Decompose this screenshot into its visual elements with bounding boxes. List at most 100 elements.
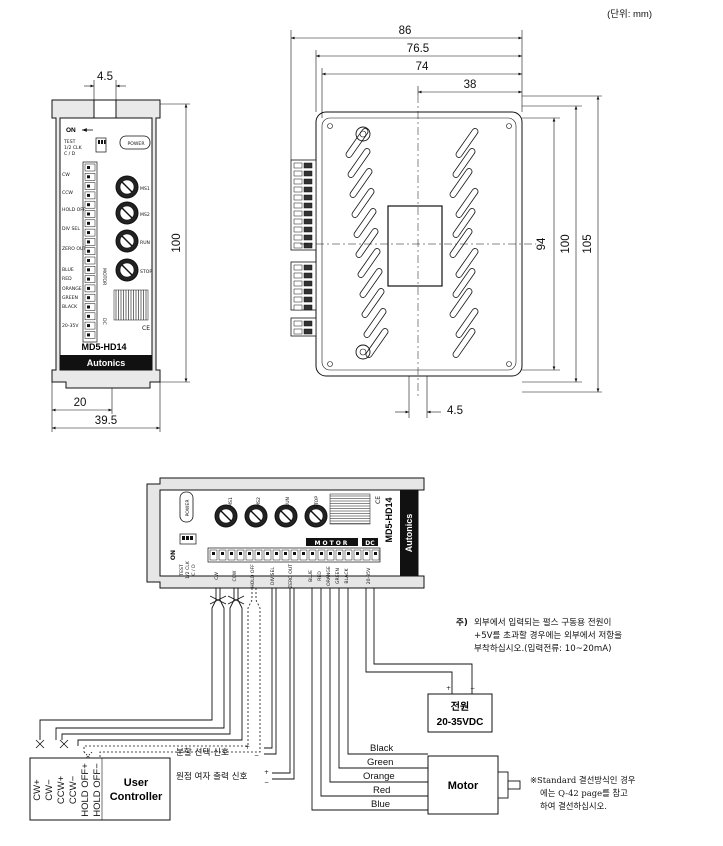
motor-flange (497, 771, 509, 799)
terminal-screw (374, 552, 377, 555)
side-dim-4-5: 4.5 (447, 405, 463, 417)
vent-slot (452, 208, 476, 238)
controller-pin-cw-minus: CW− (44, 779, 55, 801)
terminal-screw (87, 193, 90, 197)
vent-slot (347, 148, 371, 178)
front-terminal-hold-off: HOLD OFF (62, 207, 86, 213)
front-dimensions (51, 80, 190, 432)
note-line-2: +5V를 초과할 경우에는 외부에서 저항을 (474, 629, 622, 641)
motor-wire-orange: Orange (363, 771, 395, 782)
side-dim-74: 74 (416, 61, 429, 73)
side-dim-105: 105 (582, 234, 594, 253)
div-select-plus: + (245, 744, 250, 751)
driver-terminal-zero-out: ZERO OUT (288, 564, 294, 588)
driver-terminal-blue: BLUE (308, 570, 314, 582)
unit-note: (단위: mm) (607, 8, 652, 20)
front-model: MD5-HD14 (81, 342, 126, 352)
terminal-screw (221, 552, 224, 555)
terminal-screw (365, 552, 368, 555)
side-mount-hole-top (355, 126, 371, 142)
terminal-screw (87, 231, 90, 235)
front-knob-ms2-label: MS2 (140, 212, 150, 218)
front-dim-tab: 4.5 (97, 71, 113, 83)
terminal-screw (87, 324, 90, 328)
terminal-screw (87, 240, 90, 244)
vent-slot (351, 188, 375, 218)
front-view: Autonics MD5-HD14 ON TEST 1/2 CLK C / D … (51, 71, 190, 432)
note-line-1: 외부에서 입력되는 펄스 구동용 전원이 (474, 616, 611, 628)
user-controller-box (29, 757, 171, 821)
driver-power-led (179, 491, 194, 523)
front-knob-run-label: RUN (140, 240, 150, 246)
driver-motor-band (306, 538, 358, 546)
vent-slot (452, 328, 476, 358)
side-mount-hole-bottom (355, 344, 371, 360)
controller-title-1: User (124, 777, 149, 789)
front-terminal-div-sel: DIV SEL (62, 226, 80, 232)
vent-slot (455, 248, 479, 278)
side-dimensions (290, 30, 602, 418)
terminal-screw (284, 552, 287, 555)
driver-terminal-red: RED (317, 571, 323, 581)
front-cd-label: C / D (64, 151, 76, 157)
note-prefix: 주) (456, 617, 468, 628)
terminal-screw (87, 221, 90, 225)
vent-slot (361, 288, 385, 318)
driver-hatch (329, 493, 371, 525)
front-on-label: ON (66, 127, 76, 134)
motor-wire-blue: Blue (371, 799, 390, 810)
front-knob-ms1-label: MS1 (140, 186, 150, 192)
terminal-screw (311, 552, 314, 555)
controller-title-2: Controller (110, 791, 163, 803)
driver-dc-label: DC (365, 540, 375, 547)
driver-knobs (214, 504, 328, 528)
front-knobs (115, 175, 139, 282)
terminal-screw (320, 552, 323, 555)
terminal-screw (87, 175, 90, 179)
vent-slot (345, 128, 369, 158)
front-terminal-green: GREEN (62, 295, 78, 301)
motor-title: Motor (448, 780, 479, 792)
terminal-screw (293, 552, 296, 555)
terminal-screw (87, 305, 90, 309)
driver-terminal-power: 20-35V (366, 567, 372, 584)
front-dim-inner-width: 20 (74, 397, 87, 409)
front-hatch (113, 289, 149, 321)
terminal-screw (87, 249, 90, 253)
terminal-screw (87, 166, 90, 169)
driver-knob-ms2-label: MS2 (256, 497, 262, 507)
side-dim-86: 86 (399, 25, 412, 37)
terminal-screw (87, 184, 90, 188)
terminal-screw (87, 212, 90, 216)
terminal-screw (347, 552, 350, 555)
front-test-label: TEST (63, 139, 76, 145)
vent-slot (449, 228, 473, 258)
vent-slot (455, 188, 479, 218)
terminal-screw (87, 314, 90, 318)
standard-note-2: 에는 Q-42 page를 참고 (540, 788, 628, 798)
vent-slot (449, 288, 473, 318)
controller-pin-ccw-plus: CCW+ (56, 775, 67, 804)
vent-slot (357, 248, 381, 278)
wire-div-sel (264, 588, 277, 755)
vent-slot (455, 308, 479, 338)
side-slots (345, 128, 479, 358)
vent-slot (449, 168, 473, 198)
terminal-screw (356, 552, 359, 555)
motor-wire-green: Green (367, 757, 393, 768)
driver-model: MD5-HD14 (384, 497, 394, 542)
front-terminal-cw: CW (62, 172, 70, 178)
front-terminal-orange: ORANGE (62, 286, 82, 292)
driver-terminal-ccw: CCW (232, 570, 238, 581)
controller-pin-hold-plus: HOLD OFF+ (80, 763, 91, 817)
zero-output-plus: + (264, 769, 269, 776)
vent-slot (455, 128, 479, 158)
standard-note-1: ※Standard 결선방식인 경우 (530, 775, 636, 785)
terminal-screw (87, 286, 90, 290)
power-supply-box (427, 693, 493, 733)
note-line-3: 부착하십시오.(입력전류: 10~20mA) (474, 642, 611, 654)
front-brand: Autonics (87, 358, 126, 368)
vent-slot (363, 308, 387, 338)
terminal-screw (257, 552, 260, 555)
power-supply-range: 20-35VDC (437, 717, 484, 728)
